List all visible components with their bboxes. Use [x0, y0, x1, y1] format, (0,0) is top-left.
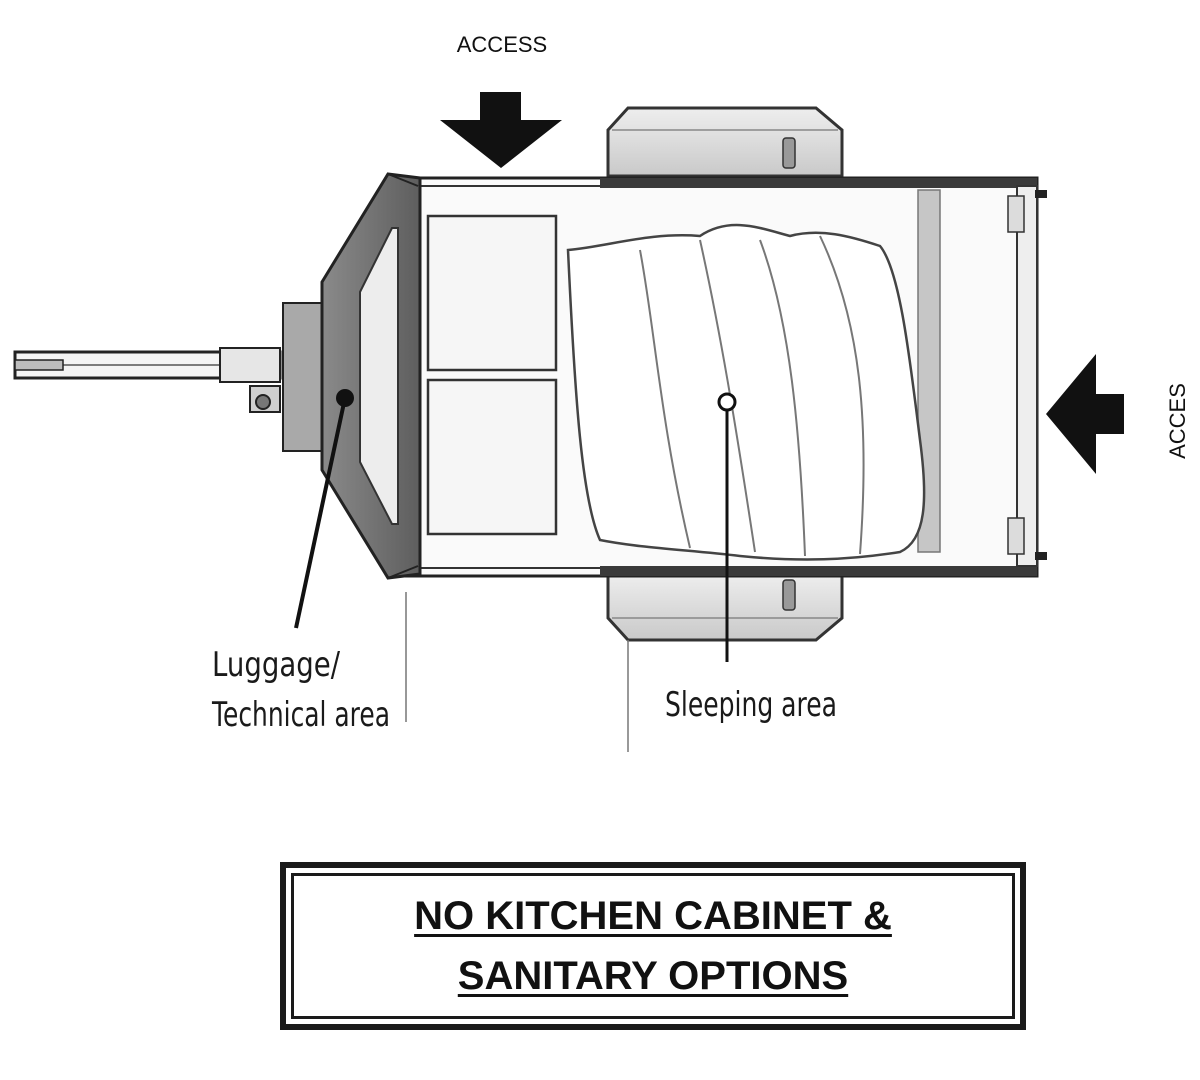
sleeping-marker: [717, 392, 737, 412]
luggage-label-line1: Luggage/: [212, 645, 340, 685]
cushion-bottom: [426, 378, 558, 536]
bedding: [566, 223, 926, 561]
access-right-label: ACCES: [1165, 383, 1190, 459]
luggage-marker: [336, 389, 354, 407]
access-top-label: ACCESS: [457, 32, 547, 57]
front-nose: [320, 172, 422, 580]
coupling-box: [282, 302, 326, 452]
fender-bottom: [606, 572, 844, 642]
notice-line1: NO KITCHEN CABINET &: [414, 894, 892, 938]
notice-box: NO KITCHEN CABINET & SANITARY OPTIONS: [280, 862, 1026, 1030]
fender-top: [606, 106, 844, 178]
access-right-arrow-icon: [1046, 354, 1124, 474]
luggage-leader-line: [294, 397, 347, 629]
luggage-label-line2: Technical area: [211, 695, 390, 735]
sleeping-label: Sleeping area: [665, 685, 837, 725]
notice-line2: SANITARY OPTIONS: [457, 954, 849, 998]
cushion-top: [426, 214, 558, 372]
drawbar: [13, 347, 282, 413]
access-top-arrow-icon: [440, 92, 562, 168]
